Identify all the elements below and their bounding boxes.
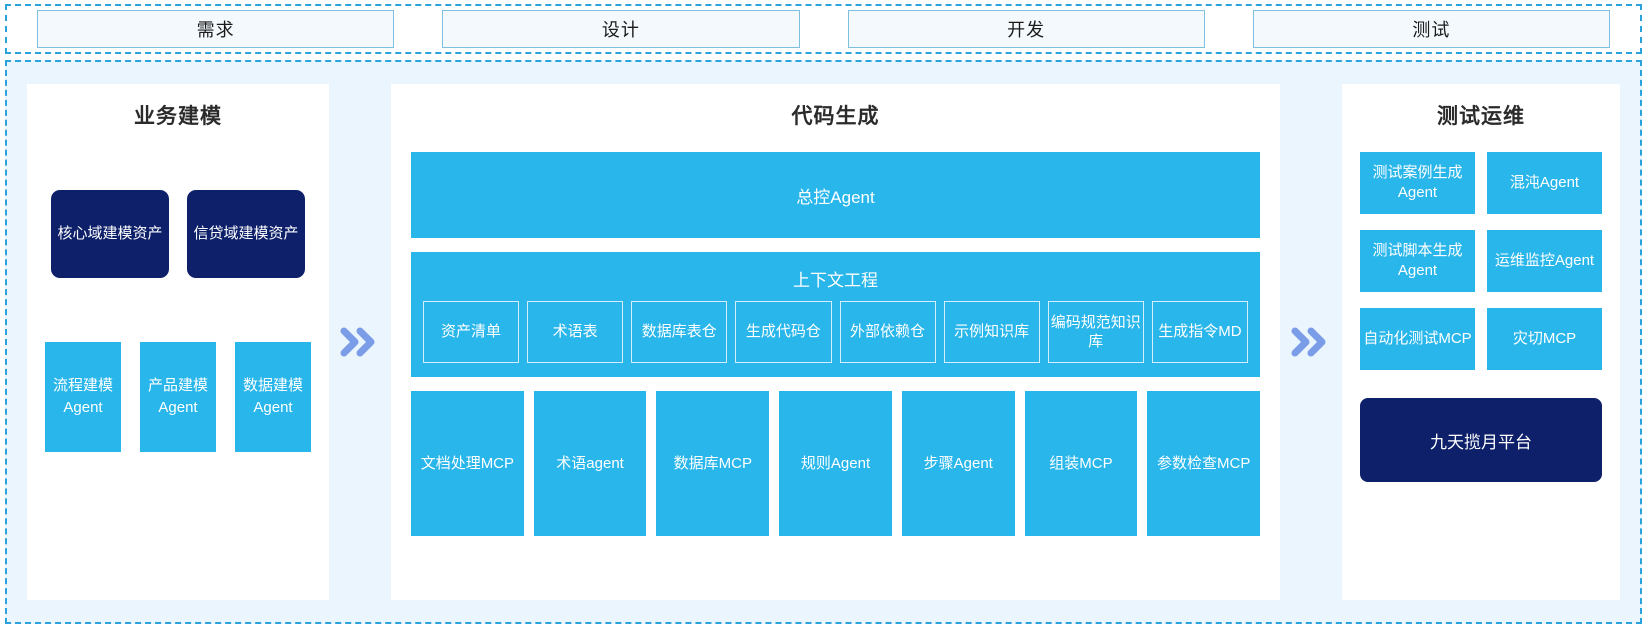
context-item-label: 编码规范知识库 — [1050, 313, 1141, 351]
tool-box-assembly-mcp[interactable]: 组装MCP — [1024, 391, 1138, 536]
stage-box-requirements[interactable]: 需求 — [37, 10, 395, 48]
tool-label: 术语agent — [556, 455, 624, 472]
controller-agent-bar[interactable]: 总控Agent — [411, 152, 1260, 238]
context-engineering-items: 资产清单 术语表 数据库表仓 生成代码仓 外部依赖仓 — [423, 301, 1248, 363]
stage-box-testing[interactable]: 测试 — [1252, 10, 1610, 48]
context-item-generated-code-repo[interactable]: 生成代码仓 — [735, 301, 832, 363]
platform-label: 九天揽月平台 — [1430, 432, 1532, 452]
context-item-external-dependency-repo[interactable]: 外部依赖仓 — [839, 301, 936, 363]
tool-box-parameter-check-mcp[interactable]: 参数检查MCP — [1147, 391, 1261, 536]
context-item-db-table-repo[interactable]: 数据库表仓 — [631, 301, 728, 363]
context-item-asset-inventory[interactable]: 资产清单 — [423, 301, 520, 363]
stage-label: 需求 — [196, 20, 235, 40]
asset-box-credit-domain[interactable]: 信贷域建模资产 — [187, 190, 305, 278]
stage-strip: 需求 设计 开发 测试 — [5, 4, 1642, 54]
context-item-generation-instruction-md[interactable]: 生成指令MD — [1151, 301, 1248, 363]
panel-test-ops: 测试运维 测试案例生成Agent 混沌Agent 测试脚本生成Agent 运维监… — [1342, 84, 1620, 600]
agent-label: 数据建模Agent — [242, 377, 303, 416]
double-chevron-right-icon — [340, 327, 380, 357]
ops-box-ops-monitoring-agent[interactable]: 运维监控Agent — [1487, 230, 1602, 292]
tool-label: 规则Agent — [800, 455, 871, 472]
context-item-label: 资产清单 — [441, 323, 502, 341]
agent-label: 流程建模Agent — [52, 377, 113, 416]
context-item-glossary[interactable]: 术语表 — [527, 301, 624, 363]
architecture-body: 业务建模 核心域建模资产 信贷域建模资产 流程建模Agent 产品建模Agent… — [5, 60, 1642, 624]
business-agents-row: 流程建模Agent 产品建模Agent 数据建模Agent — [27, 342, 329, 452]
context-engineering-title: 上下文工程 — [793, 271, 878, 290]
tool-label: 组装MCP — [1049, 455, 1113, 472]
asset-box-core-domain[interactable]: 核心域建模资产 — [51, 190, 169, 278]
panel-code-generation: 代码生成 总控Agent 上下文工程 资产清单 术语表 — [391, 84, 1280, 600]
ops-box-automated-test-mcp[interactable]: 自动化测试MCP — [1360, 308, 1475, 370]
ops-label: 混沌Agent — [1509, 173, 1580, 191]
stage-label: 测试 — [1412, 20, 1451, 40]
connector-left-to-center — [329, 84, 391, 600]
context-item-coding-standard-kb[interactable]: 编码规范知识库 — [1047, 301, 1144, 363]
asset-label: 信贷域建模资产 — [193, 224, 299, 242]
asset-label: 核心域建模资产 — [57, 224, 163, 242]
stage-label: 开发 — [1007, 20, 1046, 40]
tool-box-rule-agent[interactable]: 规则Agent — [779, 391, 892, 536]
tool-label: 参数检查MCP — [1157, 455, 1251, 472]
agent-box-data-modeling[interactable]: 数据建模Agent — [235, 342, 311, 452]
controller-agent-label: 总控Agent — [796, 187, 875, 207]
context-engineering-block: 上下文工程 资产清单 术语表 数据库表仓 生成代码仓 — [411, 252, 1260, 377]
ops-label: 运维监控Agent — [1494, 251, 1595, 269]
ops-box-test-script-generation-agent[interactable]: 测试脚本生成Agent — [1360, 230, 1475, 292]
context-item-label: 外部依赖仓 — [850, 323, 926, 341]
ops-label: 测试脚本生成Agent — [1372, 241, 1463, 279]
ops-label: 测试案例生成Agent — [1372, 163, 1463, 201]
test-ops-grid: 测试案例生成Agent 混沌Agent 测试脚本生成Agent 运维监控Agen… — [1342, 152, 1620, 370]
stage-box-design[interactable]: 设计 — [442, 10, 800, 48]
agent-box-product-modeling[interactable]: 产品建模Agent — [140, 342, 216, 452]
tool-box-document-processing-mcp[interactable]: 文档处理MCP — [411, 391, 524, 536]
tool-label: 数据库MCP — [673, 455, 752, 472]
business-assets-row: 核心域建模资产 信贷域建模资产 — [27, 190, 329, 278]
code-generation-content: 总控Agent 上下文工程 资产清单 术语表 数据库表仓 — [391, 130, 1280, 554]
platform-box-jiutian-lanyue[interactable]: 九天揽月平台 — [1360, 398, 1602, 482]
connector-center-to-right — [1280, 84, 1342, 600]
stage-box-development[interactable]: 开发 — [847, 10, 1205, 48]
ops-box-disaster-switch-mcp[interactable]: 灾切MCP — [1487, 308, 1602, 370]
ops-box-test-case-generation-agent[interactable]: 测试案例生成Agent — [1360, 152, 1475, 214]
double-chevron-right-icon — [1291, 327, 1331, 357]
ops-box-chaos-agent[interactable]: 混沌Agent — [1487, 152, 1602, 214]
agent-label: 产品建模Agent — [147, 377, 208, 416]
context-item-example-knowledge-base[interactable]: 示例知识库 — [943, 301, 1040, 363]
context-item-label: 生成代码仓 — [745, 323, 821, 341]
agent-box-process-modeling[interactable]: 流程建模Agent — [45, 342, 121, 452]
tool-box-database-mcp[interactable]: 数据库MCP — [656, 391, 770, 536]
tool-label: 文档处理MCP — [420, 455, 515, 472]
panel-title-test-ops: 测试运维 — [1437, 105, 1525, 128]
context-item-label: 生成指令MD — [1158, 323, 1242, 341]
ops-label: 灾切MCP — [1512, 329, 1577, 347]
context-item-label: 术语表 — [552, 323, 598, 341]
context-item-label: 数据库表仓 — [641, 323, 717, 341]
stage-label: 设计 — [601, 20, 640, 40]
tool-box-glossary-agent[interactable]: 术语agent — [533, 391, 647, 536]
tool-box-step-agent[interactable]: 步骤Agent — [901, 391, 1015, 536]
tool-agents-row: 文档处理MCP 术语agent 数据库MCP 规则Agent 步骤Agent — [411, 391, 1261, 536]
ops-label: 自动化测试MCP — [1363, 329, 1472, 347]
panel-title-business-modeling: 业务建模 — [134, 105, 222, 128]
panel-business-modeling: 业务建模 核心域建模资产 信贷域建模资产 流程建模Agent 产品建模Agent… — [27, 84, 329, 600]
context-item-label: 示例知识库 — [954, 323, 1030, 341]
panel-title-code-generation: 代码生成 — [791, 105, 880, 128]
tool-label: 步骤Agent — [923, 455, 993, 472]
